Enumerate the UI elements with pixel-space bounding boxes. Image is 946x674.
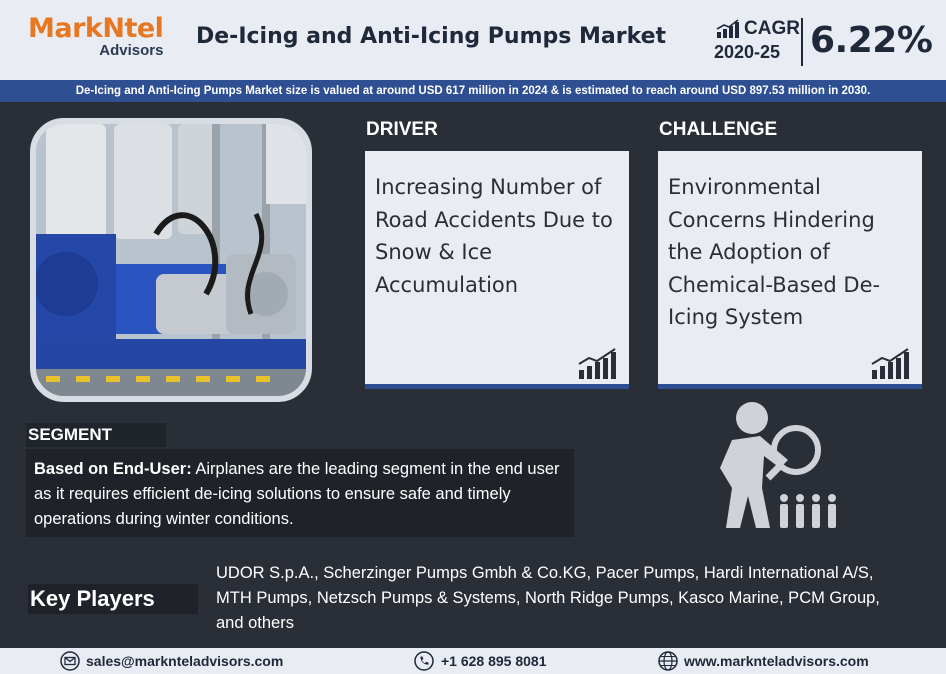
key-players-heading: Key Players	[28, 584, 198, 614]
driver-text: Increasing Number of Road Accidents Due …	[375, 175, 613, 297]
cagr-divider	[801, 18, 803, 66]
segment-text: Airplanes are the leading segment in the…	[34, 460, 560, 528]
website-link[interactable]: www.marknteladvisors.com	[684, 653, 869, 669]
segment-lead: Based on End-User:	[34, 460, 192, 478]
challenge-heading: CHALLENGE	[659, 119, 778, 140]
email-icon	[60, 651, 80, 671]
driver-card: Increasing Number of Road Accidents Due …	[365, 151, 629, 389]
analyst-magnifier-icon	[720, 402, 836, 528]
segment-box: Based on End-User: Airplanes are the lea…	[26, 449, 574, 537]
pump-machinery-illustration	[36, 124, 306, 396]
challenge-card: Environmental Concerns Hindering the Ado…	[658, 151, 922, 389]
phone-icon	[414, 651, 434, 671]
phone-link[interactable]: +1 628 895 8081	[441, 653, 547, 669]
cagr-block: CAGR 2020-25 6.22%	[710, 14, 933, 68]
driver-heading: DRIVER	[366, 119, 438, 140]
bar-chart-icon	[578, 348, 616, 379]
logo-brand: MarkNtel	[28, 13, 164, 44]
segment-heading: SEGMENT	[26, 423, 166, 447]
pumps-photo	[30, 118, 312, 402]
header-bar: MarkNtel Advisors De-Icing and Anti-Icin…	[0, 0, 946, 80]
cagr-period: 2020-25	[714, 42, 781, 62]
contact-footer: sales@marknteladvisors.com +1 628 895 80…	[0, 648, 946, 674]
company-logo[interactable]: MarkNtel Advisors	[28, 13, 164, 60]
bar-chart-icon	[871, 348, 909, 379]
report-title: De-Icing and Anti-Icing Pumps Market	[196, 24, 667, 49]
growth-chart-icon	[716, 19, 739, 38]
challenge-text: Environmental Concerns Hindering the Ado…	[668, 175, 881, 329]
market-size-banner: De-Icing and Anti-Icing Pumps Market siz…	[0, 80, 946, 102]
key-players-list: UDOR S.p.A., Scherzinger Pumps Gmbh & Co…	[216, 564, 880, 632]
globe-icon	[658, 651, 678, 671]
cagr-value: 6.22%	[810, 20, 933, 61]
cagr-label: CAGR	[744, 18, 800, 39]
email-link[interactable]: sales@marknteladvisors.com	[86, 653, 284, 669]
logo-subtitle: Advisors	[99, 42, 164, 59]
